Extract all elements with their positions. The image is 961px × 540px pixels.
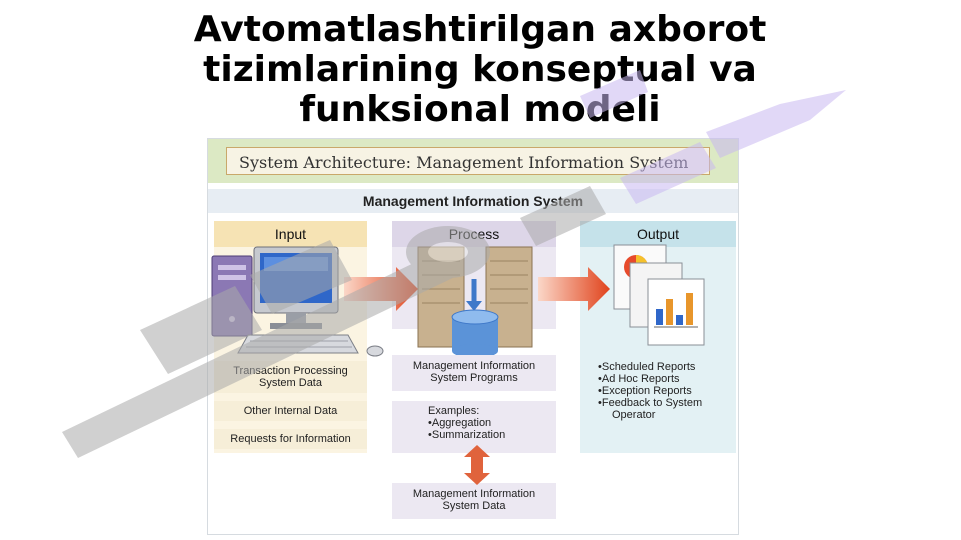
flow-arrows	[344, 267, 610, 485]
mis-data-line: System Data	[442, 500, 506, 512]
output-item-continuation: Operator	[612, 409, 656, 421]
output-list: •Scheduled Reports •Ad Hoc Reports •Exce…	[580, 361, 736, 453]
output-item: •Ad Hoc Reports	[598, 373, 680, 385]
output-item: •Feedback to System	[598, 397, 703, 409]
reports-icon	[613, 244, 705, 346]
slide-title-line-2: tizimlarining konseptual va	[203, 49, 757, 90]
output-item: •Exception Reports	[598, 385, 692, 397]
input-to-process-arrow	[344, 267, 418, 311]
mis-data-line: Management Information	[412, 488, 536, 500]
mis-architecture-diagram: System Architecture: Management Informat…	[207, 138, 739, 535]
process-to-output-arrow	[538, 267, 610, 311]
slide-title: Avtomatlashtirilgan axborot tizimlarinin…	[100, 10, 860, 130]
output-item: •Scheduled Reports	[598, 361, 696, 373]
process-data-double-arrow	[464, 445, 490, 485]
output-heading: Output	[580, 221, 736, 247]
architecture-header-text: System Architecture: Management Informat…	[239, 153, 689, 172]
slide-title-line-3: funksional modeli	[299, 89, 661, 130]
mis-data-box: Management Information System Data	[392, 483, 556, 519]
slide-title-line-1: Avtomatlashtirilgan axborot	[193, 9, 767, 50]
